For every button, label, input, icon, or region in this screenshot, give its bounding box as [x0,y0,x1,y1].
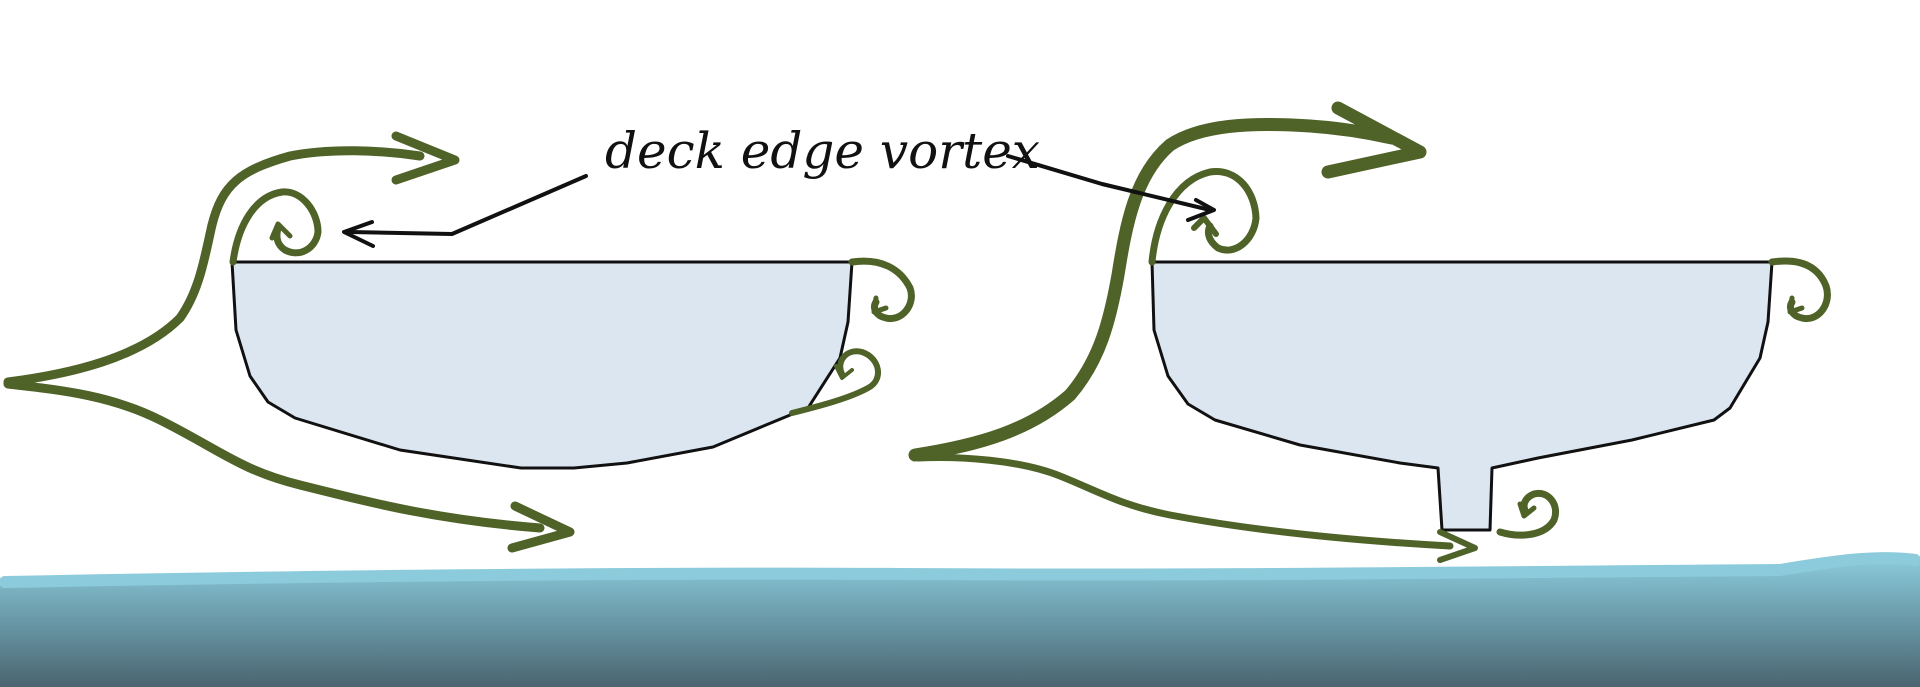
left-deck-vortex-arrowhead [269,221,293,241]
right-deck-vortex-icon [1148,168,1260,266]
right-keel-vortex-icon [1496,489,1559,539]
left-bilge-vortex-arrowhead [834,364,854,380]
water-surface [0,552,1920,687]
right-deck-vortex-arrowhead [1191,215,1219,237]
left-leader-arrowhead [342,220,375,248]
right-keel-vortex-arrowhead [1517,501,1537,519]
annotation: deck edge vortex [342,122,1216,248]
right-ship [908,101,1831,563]
left-lower-flow [3,379,545,533]
left-upper-flow [3,146,425,387]
left-lower-arrowhead [507,501,575,553]
right-leader-arrowhead [1186,198,1216,222]
left-bilge-vortex-icon [789,348,881,416]
right-leader-line [1006,154,1212,212]
left-leader-line [348,174,588,236]
left-leeward-vortex-arrowhead [871,295,889,315]
left-hull [230,260,854,470]
left-ship [3,131,915,553]
left-upper-arrowhead [391,131,460,185]
left-deck-vortex-icon [229,188,322,266]
right-upper-flow [908,117,1399,462]
right-lower-arrowhead [1437,529,1478,563]
right-hull [1150,260,1774,532]
deck-edge-vortex-label: deck edge vortex [605,122,1040,180]
right-lower-flow [914,454,1454,550]
right-leeward-vortex-arrowhead [1787,295,1805,315]
right-upper-arrowhead [1321,101,1427,179]
